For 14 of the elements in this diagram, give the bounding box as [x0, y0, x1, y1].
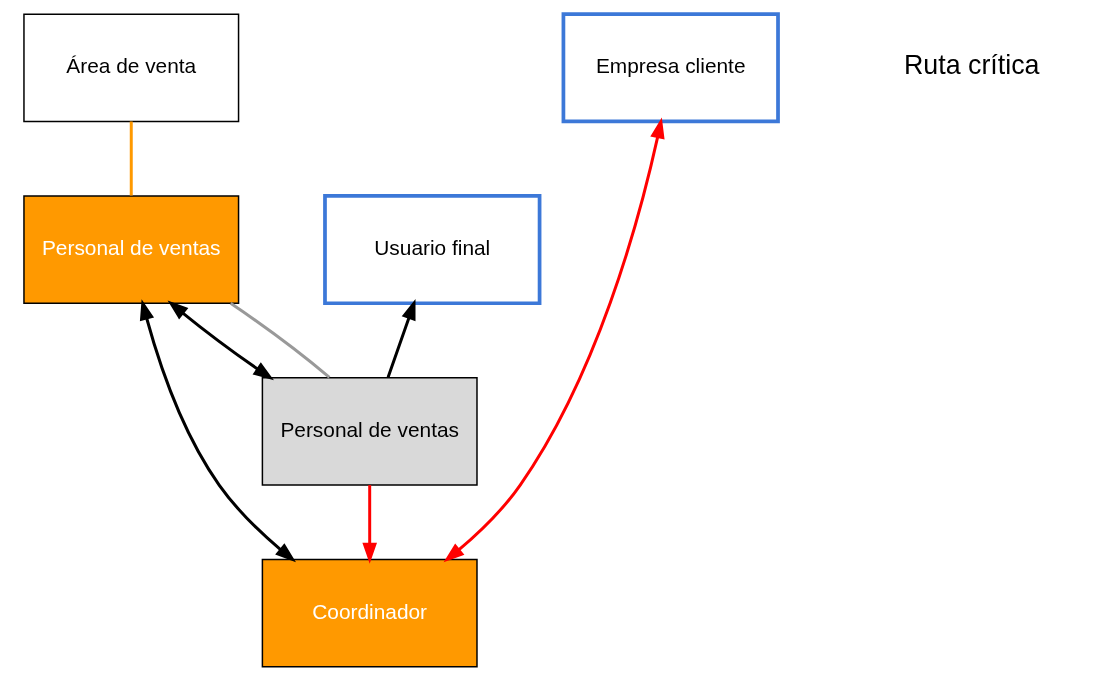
arrow — [362, 485, 377, 564]
node-box: Personal de ventas — [23, 195, 240, 304]
arrow — [139, 299, 296, 563]
arrow — [443, 117, 665, 563]
connector — [129, 121, 133, 196]
arrow — [167, 300, 274, 381]
connector — [229, 302, 331, 379]
node-box: Usuario final — [323, 194, 542, 306]
arrow — [386, 299, 416, 378]
node-box: Personal de ventas — [261, 377, 478, 486]
legend-label: Ruta crítica — [903, 50, 1040, 81]
node-box: Coordinador — [261, 558, 478, 668]
node-box: Empresa cliente — [561, 12, 780, 124]
node-box: Área de venta — [23, 13, 240, 123]
